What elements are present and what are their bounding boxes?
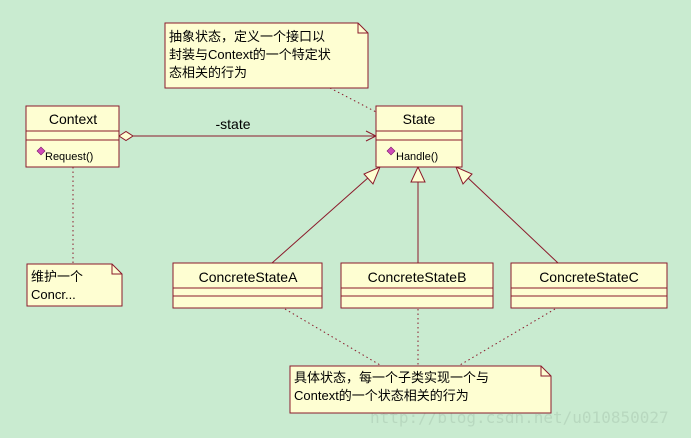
state-operation: Handle() bbox=[396, 151, 438, 163]
concrete-note-line-1: 具体状态，每一个子类实现一个与 bbox=[294, 370, 489, 385]
state-note-line-3: 态相关的行为 bbox=[169, 65, 247, 80]
state-note-line-2: 封装与Context的一个特定状 bbox=[169, 47, 331, 62]
context-note-line-1: 维护一个 bbox=[31, 269, 83, 284]
concrete-state-c-class[interactable]: ConcreteStateC bbox=[510, 262, 668, 309]
state-note-connector bbox=[329, 87, 379, 114]
state-class[interactable]: State Handle() bbox=[375, 105, 463, 168]
aggregation-diamond bbox=[118, 130, 134, 142]
concrete-state-a-class[interactable]: ConcreteStateA bbox=[172, 262, 323, 309]
concrete-state-b-class[interactable]: ConcreteStateB bbox=[340, 262, 494, 309]
generalization-arrowhead-b bbox=[410, 165, 426, 183]
generalization-line-a bbox=[271, 176, 370, 264]
generalization-line-c bbox=[466, 176, 559, 264]
concrete-note-line-2: Context的一个状态相关的行为 bbox=[294, 388, 469, 403]
context-note[interactable]: 维护一个 Concr... bbox=[26, 263, 123, 307]
context-class-name: Context bbox=[49, 111, 97, 127]
context-operation: Request() bbox=[45, 151, 93, 163]
context-note-line-2: Concr... bbox=[31, 287, 76, 302]
context-class[interactable]: Context Request() bbox=[25, 105, 120, 168]
generalization-arrowhead-a bbox=[363, 166, 381, 185]
concrete-state-c-name: ConcreteStateC bbox=[539, 269, 639, 285]
association-label: -state bbox=[215, 116, 250, 132]
state-class-name: State bbox=[403, 111, 436, 127]
public-operation-icon bbox=[36, 146, 46, 156]
concrete-a-note-connector bbox=[284, 308, 381, 366]
concrete-c-note-connector bbox=[459, 308, 556, 366]
generalization-arrowhead-c bbox=[455, 166, 473, 185]
public-operation-icon bbox=[386, 146, 396, 156]
concrete-states-note[interactable]: 具体状态，每一个子类实现一个与 Context的一个状态相关的行为 bbox=[289, 365, 552, 414]
concrete-state-a-name: ConcreteStateA bbox=[199, 269, 298, 285]
state-note[interactable]: 抽象状态，定义一个接口以 封装与Context的一个特定状 态相关的行为 bbox=[164, 22, 369, 89]
concrete-state-b-name: ConcreteStateB bbox=[368, 269, 467, 285]
state-note-line-1: 抽象状态，定义一个接口以 bbox=[169, 29, 325, 44]
